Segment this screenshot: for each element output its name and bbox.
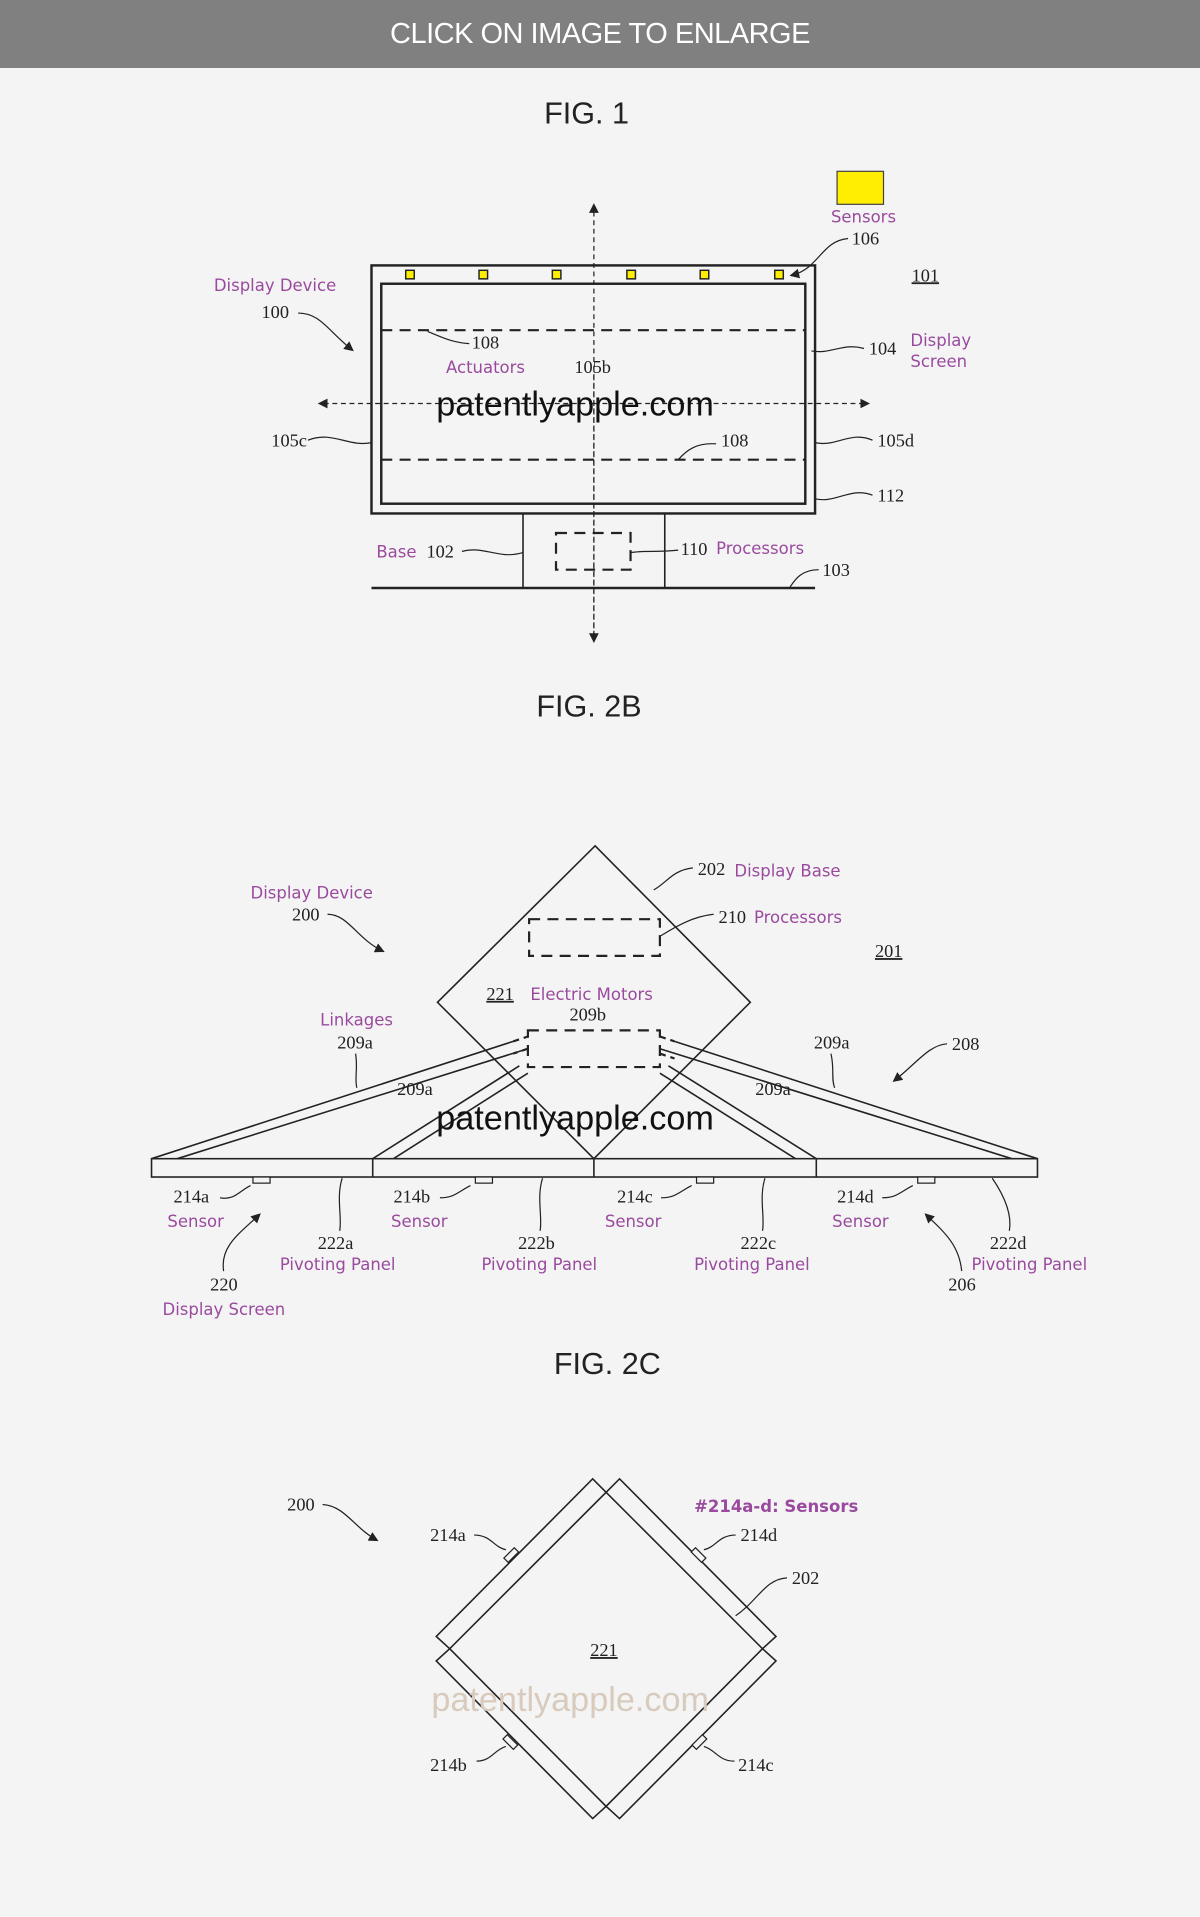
label-sensor: Sensor <box>605 1212 662 1231</box>
processors-box <box>554 531 632 571</box>
label-processors: Processors <box>716 539 804 558</box>
label-pivoting-panel: Pivoting Panel <box>694 1255 810 1274</box>
label-pivoting-panel: Pivoting Panel <box>971 1255 1087 1274</box>
label-linkages: Linkages <box>320 1010 393 1029</box>
fig2b-title: FIG. 2B <box>536 689 641 723</box>
ref-209a: 209a <box>755 1079 791 1099</box>
ref-200: 200 <box>292 904 319 924</box>
ref-222d: 222d <box>990 1233 1027 1253</box>
sensor-pads <box>502 1546 708 1751</box>
ref-104: 104 <box>869 339 896 359</box>
ref-105c: 105c <box>271 430 307 450</box>
ref-222c: 222c <box>741 1233 777 1253</box>
ref-105d: 105d <box>877 430 914 450</box>
label-sensors-note: #214a-d: Sensors <box>694 1497 858 1516</box>
ref-209a: 209a <box>397 1079 433 1099</box>
ref-221: 221 <box>590 1640 617 1660</box>
ref-102: 102 <box>426 541 453 561</box>
ref-214a: 214a <box>430 1525 466 1545</box>
label-sensor: Sensor <box>391 1212 448 1231</box>
patent-figures[interactable]: FIG. 1 Display Device 100 Sensors 106 <box>0 68 1200 1917</box>
watermark: patentlyapple.com <box>436 1099 714 1137</box>
ref-112: 112 <box>877 485 904 505</box>
label-actuators: Actuators <box>446 358 525 377</box>
figure-1: FIG. 1 Display Device 100 Sensors 106 <box>214 97 971 644</box>
label-processors: Processors <box>754 908 842 927</box>
ref-105b: 105b <box>574 357 611 377</box>
ref-200: 200 <box>287 1495 314 1515</box>
label-electric-motors: Electric Motors <box>530 985 653 1004</box>
label-display-screen: Display Screen <box>163 1300 286 1319</box>
ref-209b: 209b <box>569 1005 606 1025</box>
label-pivoting-panel: Pivoting Panel <box>280 1255 396 1274</box>
label-display-device: Display Device <box>251 883 373 902</box>
ref-110: 110 <box>681 539 708 559</box>
ref-208: 208 <box>952 1034 979 1054</box>
ref-220: 220 <box>210 1275 237 1295</box>
label-display: Display <box>910 331 971 350</box>
ref-214c: 214c <box>617 1187 653 1207</box>
label-display-base: Display Base <box>734 861 840 880</box>
ref-210: 210 <box>719 907 746 927</box>
enlarge-image-banner[interactable]: CLICK ON IMAGE TO ENLARGE <box>0 0 1200 68</box>
figure-2b: FIG. 2B Display Device <box>150 689 1087 1319</box>
ref-206: 206 <box>948 1275 975 1295</box>
ref-100: 100 <box>262 302 289 322</box>
ref-214d: 214d <box>837 1187 874 1207</box>
fig1-title: FIG. 1 <box>544 97 629 131</box>
sensor-dots <box>404 269 785 280</box>
ref-221: 221 <box>486 984 513 1004</box>
ref-222b: 222b <box>518 1233 555 1253</box>
electric-motors-box <box>526 1029 661 1069</box>
banner-text: CLICK ON IMAGE TO ENLARGE <box>390 17 810 50</box>
watermark: patentlyapple.com <box>431 1681 709 1719</box>
label-pivoting-panel: Pivoting Panel <box>481 1255 597 1274</box>
ref-108-top: 108 <box>472 333 499 353</box>
fig2c-title: FIG. 2C <box>554 1347 661 1381</box>
sensor-legend-swatch <box>836 170 885 205</box>
ref-222a: 222a <box>318 1233 354 1253</box>
ref-209a: 209a <box>337 1033 373 1053</box>
ref-214b: 214b <box>430 1755 467 1775</box>
ref-214b: 214b <box>393 1187 430 1207</box>
ref-106: 106 <box>852 229 879 249</box>
label-sensors: Sensors <box>831 208 896 227</box>
figure-2c: FIG. 2C 200 #214a-d: Sensors 214a 214d 2… <box>287 1347 858 1820</box>
label-base: Base <box>376 542 416 561</box>
ref-214c: 214c <box>738 1755 774 1775</box>
ref-202: 202 <box>698 859 725 879</box>
ref-202: 202 <box>792 1568 819 1588</box>
processors-box <box>528 918 661 957</box>
ref-108-bottom: 108 <box>721 430 748 450</box>
ref-214d: 214d <box>741 1525 778 1545</box>
ref-103: 103 <box>822 560 849 580</box>
ref-209a: 209a <box>814 1033 850 1053</box>
label-screen: Screen <box>910 352 967 371</box>
label-sensor: Sensor <box>167 1212 224 1231</box>
label-sensor: Sensor <box>832 1212 889 1231</box>
ref-101: 101 <box>912 265 939 285</box>
linkages <box>151 1035 1038 1160</box>
sensor-pads <box>252 1176 936 1184</box>
watermark: patentlyapple.com <box>436 386 714 424</box>
ref-201: 201 <box>875 941 902 961</box>
label-display-device: Display Device <box>214 276 336 295</box>
ref-214a: 214a <box>174 1187 210 1207</box>
